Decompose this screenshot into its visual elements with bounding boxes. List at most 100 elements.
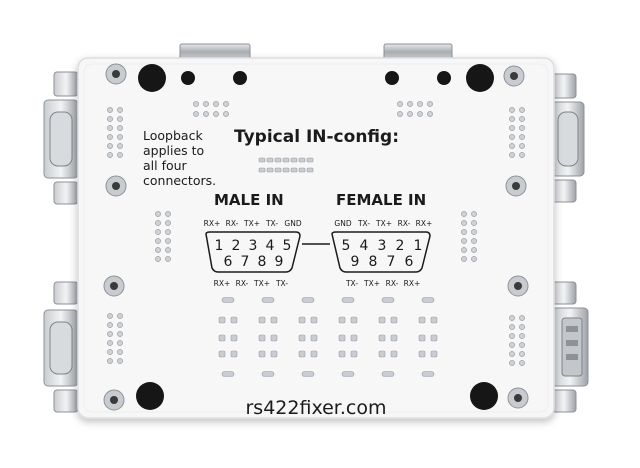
- via: [117, 107, 123, 113]
- via: [519, 342, 525, 348]
- db9-connector-left-bottom: [43, 281, 79, 413]
- svg-text:3: 3: [249, 238, 258, 254]
- solder-pad: [421, 371, 435, 377]
- female-connector-outline: [331, 231, 431, 273]
- via: [519, 125, 525, 131]
- solder-pad: [418, 334, 426, 342]
- via: [509, 360, 515, 366]
- svg-text:TX+: TX+: [375, 219, 392, 228]
- svg-text:GND: GND: [284, 219, 301, 228]
- via: [417, 111, 423, 117]
- solder-pad: [270, 316, 278, 324]
- male-top-labels: RX+ RX- TX+ TX- GND: [204, 219, 302, 228]
- svg-text:RX-: RX-: [226, 219, 239, 228]
- svg-text:3: 3: [378, 238, 387, 254]
- via: [519, 360, 525, 366]
- solder-pad: [338, 350, 346, 358]
- solder-pad: [350, 350, 358, 358]
- solder-pad: [261, 297, 275, 303]
- solder-pad: [266, 157, 274, 163]
- solder-pad: [218, 350, 226, 358]
- solder-pad: [221, 371, 235, 377]
- svg-text:7: 7: [241, 254, 250, 270]
- solder-pad: [218, 334, 226, 342]
- solder-pad: [290, 167, 298, 173]
- db9-connector-right-bottom: [551, 281, 589, 413]
- svg-text:2: 2: [396, 238, 405, 254]
- solder-pad: [310, 334, 318, 342]
- via: [519, 116, 525, 122]
- via: [397, 101, 403, 107]
- config-title: Typical IN-config:: [234, 127, 399, 147]
- solder-pad: [266, 167, 274, 173]
- db9-connector-right-top: [551, 73, 585, 203]
- via: [417, 101, 423, 107]
- via: [107, 340, 113, 346]
- via: [155, 229, 161, 235]
- svg-text:TX+: TX+: [253, 279, 270, 288]
- solder-pad: [258, 350, 266, 358]
- via: [213, 101, 219, 107]
- via: [509, 134, 515, 140]
- screw-pads: [103, 63, 529, 411]
- via: [165, 238, 171, 244]
- via: [213, 111, 219, 117]
- via: [223, 101, 229, 107]
- via: [117, 340, 123, 346]
- female-top-labels: GND TX- TX+ RX- RX+: [334, 219, 432, 228]
- solder-pad: [221, 297, 235, 303]
- via: [203, 111, 209, 117]
- svg-text:RX-: RX-: [398, 219, 411, 228]
- via: [471, 238, 477, 244]
- via: [107, 152, 113, 158]
- via: [509, 143, 515, 149]
- website-label: rs422fixer.com: [246, 397, 387, 419]
- male-bottom-labels: RX+ RX- TX+ TX-: [214, 279, 289, 288]
- solder-pad: [430, 350, 438, 358]
- via: [471, 211, 477, 217]
- via: [155, 256, 161, 262]
- via: [155, 220, 161, 226]
- solder-pad: [218, 316, 226, 324]
- svg-text:TX+: TX+: [363, 279, 380, 288]
- solder-pad: [301, 371, 315, 377]
- via: [461, 211, 467, 217]
- via: [519, 315, 525, 321]
- svg-text:8: 8: [369, 254, 378, 270]
- solder-pad: [310, 350, 318, 358]
- solder-pad: [390, 350, 398, 358]
- solder-pad: [390, 334, 398, 342]
- via: [155, 238, 161, 244]
- solder-pad: [258, 167, 266, 173]
- via: [519, 333, 525, 339]
- via: [519, 351, 525, 357]
- solder-pad: [418, 316, 426, 324]
- loopback-note: Loopback applies to all four connectors.: [143, 128, 216, 188]
- solder-pad: [282, 157, 290, 163]
- via: [107, 107, 113, 113]
- solder-pad: [230, 316, 238, 324]
- solder-pad: [341, 371, 355, 377]
- via: [509, 324, 515, 330]
- svg-text:RX-: RX-: [386, 279, 399, 288]
- via: [165, 220, 171, 226]
- solder-pad: [381, 297, 395, 303]
- via: [427, 111, 433, 117]
- svg-text:5: 5: [342, 238, 351, 254]
- female-in-title: FEMALE IN: [336, 191, 426, 209]
- solder-pad: [258, 334, 266, 342]
- solder-pad: [350, 334, 358, 342]
- via: [117, 322, 123, 328]
- solder-pad: [258, 157, 266, 163]
- solder-pad: [381, 371, 395, 377]
- via: [519, 134, 525, 140]
- via: [471, 220, 477, 226]
- svg-text:TX-: TX-: [345, 279, 358, 288]
- via: [107, 349, 113, 355]
- svg-text:RX-: RX-: [236, 279, 249, 288]
- via: [107, 143, 113, 149]
- solder-pad: [418, 350, 426, 358]
- via: [427, 101, 433, 107]
- via: [223, 111, 229, 117]
- via: [519, 107, 525, 113]
